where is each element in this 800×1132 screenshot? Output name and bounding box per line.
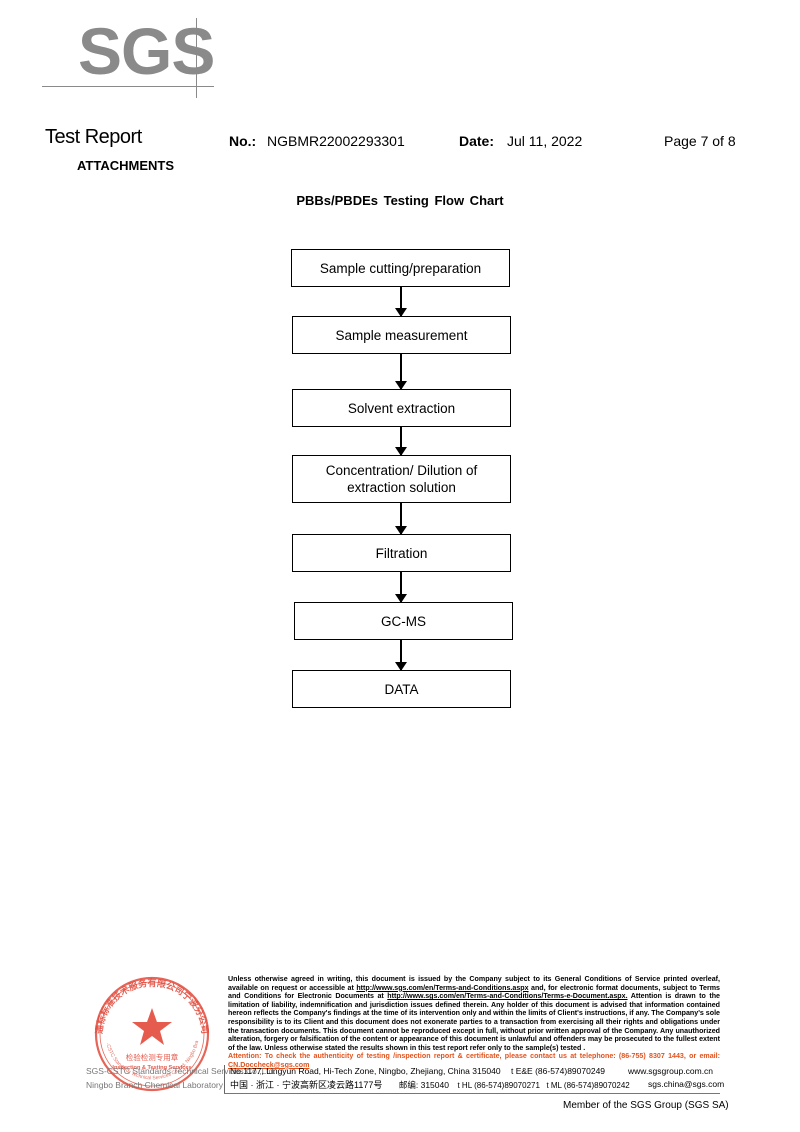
member-statement: Member of the SGS Group (SGS SA) [563,1100,729,1111]
disclaimer-text: Unless otherwise agreed in writing, this… [228,975,720,992]
report-title: Test Report [45,126,142,148]
legal-disclaimer: Unless otherwise agreed in writing, this… [228,975,720,1070]
flow-arrow [395,287,407,317]
seal-star-icon [132,1008,172,1045]
flow-step-filtration: Filtration [292,534,511,572]
report-number: NGBMR22002293301 [267,133,405,149]
address-text: No.1177, Lingyun Road, Hi-Tech Zone, Nin… [230,1066,501,1076]
branch-lab: Ningbo Branch Chemical Laboratory [86,1080,224,1090]
footer-rule [224,1093,720,1094]
flow-step-cutting: Sample cutting/preparation [291,249,510,287]
terms-link[interactable]: http://www.sgs.com/en/Terms-and-Conditio… [356,983,529,992]
page-indicator: Page 7 of 8 [664,133,736,149]
flow-step-extraction: Solvent extraction [292,389,511,427]
doccheck-email-link[interactable]: CN.Doccheck@sgs.com [228,1060,310,1069]
seal-center-text: 检验检测专用章 [126,1052,179,1062]
authenticity-notice: Attention: To check the authenticity of … [228,1052,720,1069]
e-document-terms-link[interactable]: http://www.sgs.com/en/Terms-and-Conditio… [387,992,628,1001]
section-heading: ATTACHMENTS [77,158,175,173]
report-date: Jul 11, 2022 [507,133,583,149]
disclaimer-text: and, for electronic format documents, su… [228,983,720,1001]
phone-ml: t ML (86-574)89070242 [546,1081,630,1090]
flow-step-data: DATA [292,670,511,708]
flow-arrow [395,572,407,603]
flow-step-label: Sample measurement [335,327,468,343]
flow-step-label: Filtration [375,545,428,561]
flow-arrow [395,503,407,535]
contact-email[interactable]: sgs.china@sgs.com [648,1079,725,1089]
flow-step-label: GC-MS [381,613,426,629]
flow-step-label: Concentration/ Dilution of [325,463,478,478]
flow-step-label: extraction solution [347,480,456,495]
flow-step-label: Solvent extraction [347,400,456,416]
flow-step-concentration: Concentration/ Dilution of extraction so… [292,455,511,503]
flow-step-measurement: Sample measurement [292,316,511,354]
report-number-label: No.: [229,133,257,149]
logo-vertical-rule [196,18,197,98]
phone-ee: t E&E (86-574)89070249 [510,1066,606,1076]
flow-step-label: DATA [384,681,419,697]
logo-horizontal-rule [42,86,214,87]
flow-arrow [395,640,407,671]
phone-hl: t HL (86-574)89070271 [457,1081,540,1090]
flow-arrow [395,427,407,456]
postcode: 邮编: 315040 [398,1080,449,1090]
address-cn-text: 中国 · 浙江 · 宁波高新区凌云路1177号 [230,1080,383,1090]
website-link[interactable]: www.sgsgroup.com.cn [628,1066,714,1076]
seal-graphic: 通标标准技术服务有限公司宁波分公司 SGS-CSTC Standards Tec… [84,968,210,1092]
flow-chart-title: PBBs/PBDEs Testing Flow Chart [296,193,504,208]
sgs-logo: SGS [78,14,215,88]
address-chinese: 中国 · 浙江 · 宁波高新区凌云路1177号 邮编: 315040 t HL … [230,1078,630,1091]
branch-name: SGS-CSTC Standards Technical Services Co… [86,1066,276,1076]
disclaimer-text: Attention is drawn to the limitation of … [228,992,720,1052]
address-english: No.1177, Lingyun Road, Hi-Tech Zone, Nin… [230,1066,605,1076]
date-label: Date: [459,133,495,149]
authenticity-text: Attention: To check the authenticity of … [228,1052,720,1061]
seal-band-text: Inspection & Testing Services [112,1065,191,1071]
company-seal: 通标标准技术服务有限公司宁波分公司 SGS-CSTC Standards Tec… [84,968,218,1097]
flow-step-gc-ms: GC-MS [294,602,513,640]
footer-divider [224,1065,225,1093]
flow-arrow [395,354,407,390]
flow-step-label: Sample cutting/preparation [319,260,482,276]
